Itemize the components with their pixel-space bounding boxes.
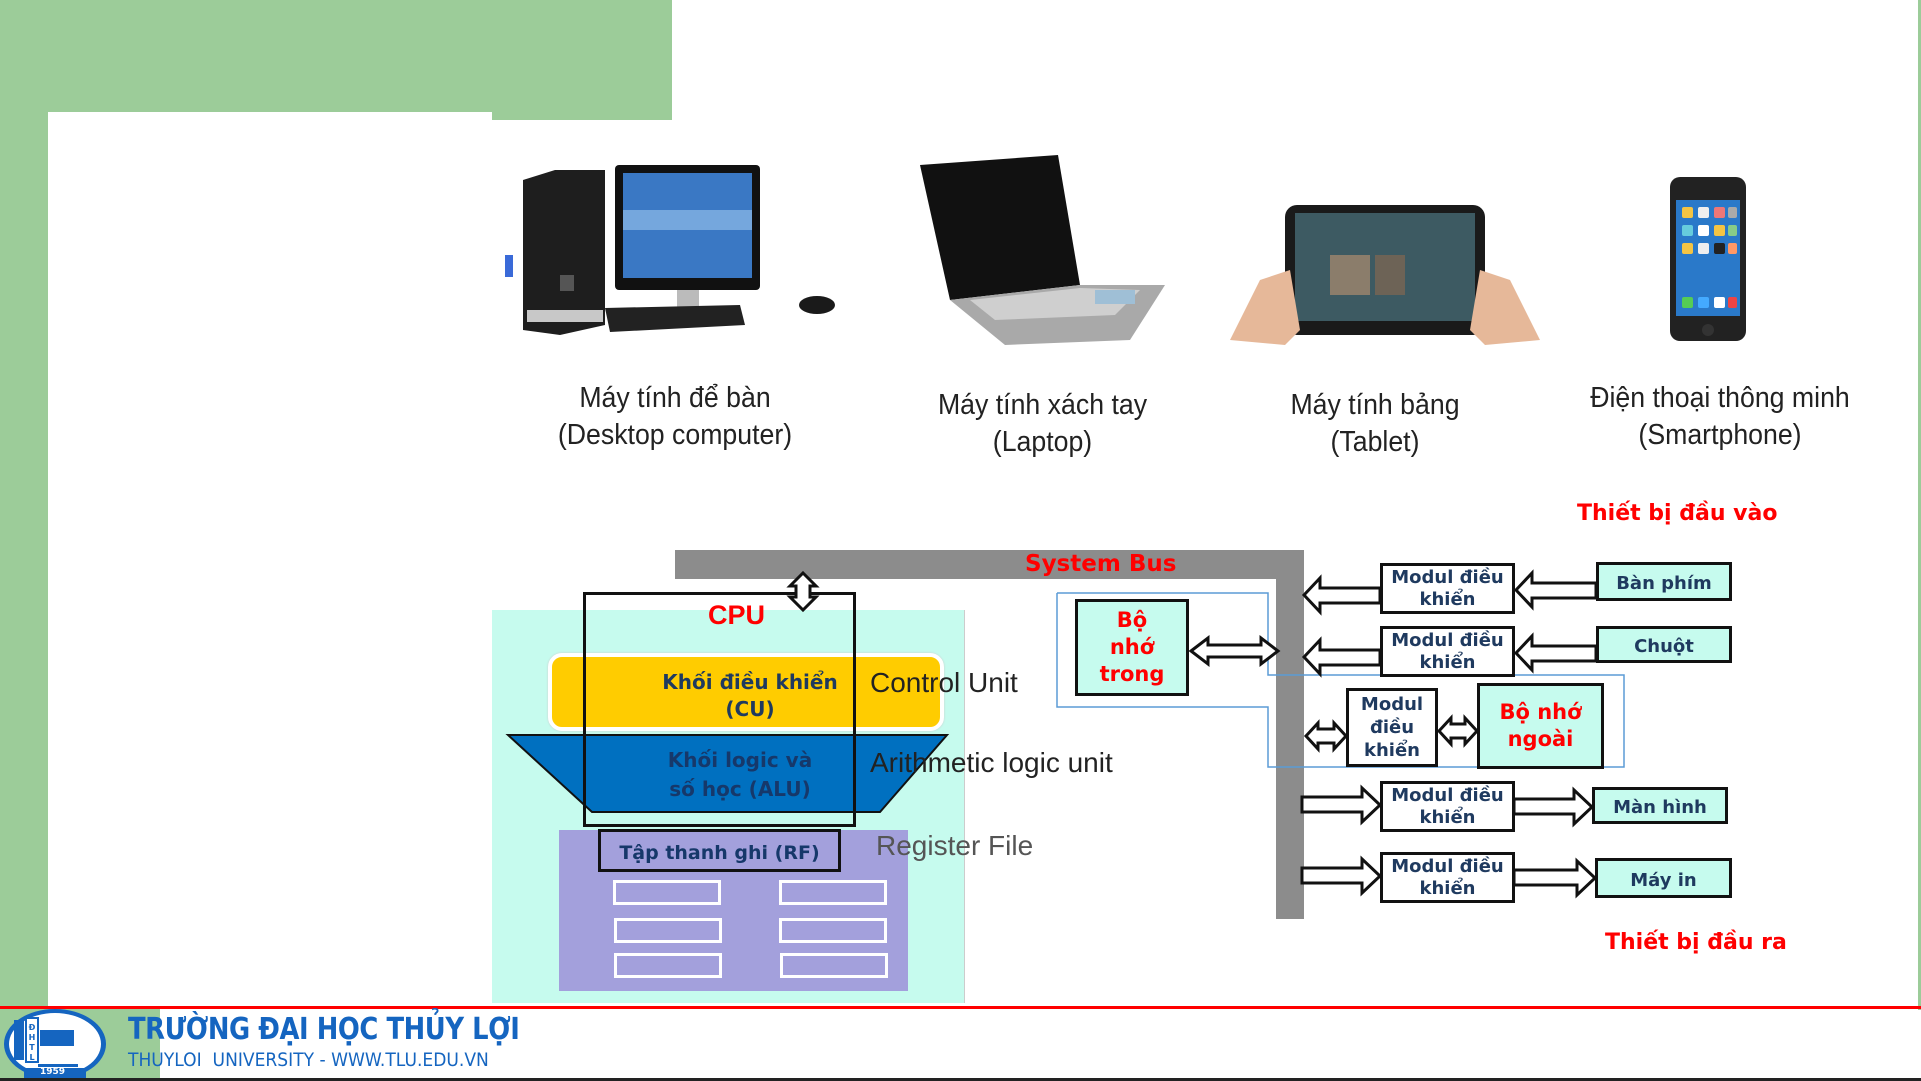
green-right-strip: [1918, 0, 1921, 1010]
storage-controller-module: Modul điều khiển: [1346, 688, 1438, 767]
system-bus-label: System Bus: [1025, 551, 1177, 577]
input-devices-title: Thiết bị đầu vào: [1577, 501, 1778, 526]
control-unit-block: [548, 653, 944, 731]
rf-label: Tập thanh ghi (RF): [619, 842, 820, 864]
storage-arrow-device: [1436, 714, 1480, 748]
desktop-computer-icon: [505, 165, 835, 335]
register-slot: [780, 953, 888, 978]
tablet-icon: [1230, 205, 1540, 345]
input-arrow-bus-2: [1301, 636, 1382, 678]
output-arrow-device-2: [1512, 857, 1598, 899]
logo-year: 1959: [40, 1067, 66, 1077]
output-controller-module: Modul điều khiển: [1380, 852, 1515, 903]
device-tablet: [1230, 200, 1540, 350]
cu-english: Control Unit: [870, 667, 1018, 698]
input-arrow-bus-1: [1301, 574, 1382, 616]
register-slot: [613, 880, 721, 905]
alu-english: Arithmetic logic unit: [870, 747, 1113, 778]
input-device-mouse: Chuột: [1596, 626, 1732, 663]
memory-bus-arrow: [1188, 634, 1281, 668]
device-desktop: [505, 160, 840, 335]
university-name: TRƯỜNG ĐẠI HỌC THỦY LỢI: [128, 1012, 520, 1047]
controller-label: Modul điều khiển: [1360, 694, 1424, 761]
device-name: Điện thoại thông minh: [1590, 382, 1850, 414]
register-file-title-box: [598, 829, 841, 872]
controller-label: Modul điều khiển: [1391, 855, 1504, 899]
output-device-printer: Máy in: [1595, 858, 1732, 898]
system-bus-horizontal: [675, 550, 1304, 579]
external-memory-label: Bộ nhớ ngoài: [1499, 700, 1582, 751]
device-laptop: [910, 150, 1170, 345]
register-slot: [614, 953, 722, 978]
rf-english: Register File: [876, 830, 1034, 861]
input-arrow-device-2: [1513, 632, 1598, 674]
svg-text:T: T: [29, 1043, 35, 1052]
university-logo-icon: Đ H T L: [4, 1009, 106, 1080]
white-content-panel: [48, 112, 492, 1008]
footer-red-line: [0, 1006, 1921, 1009]
device-caption-smartphone: Điện thoại thông minh (Smartphone): [1554, 380, 1885, 454]
output-device-monitor: Màn hình: [1592, 787, 1728, 824]
output-arrow-device-1: [1512, 786, 1595, 828]
register-slot: [614, 918, 722, 943]
external-memory-box: Bộ nhớ ngoài: [1477, 683, 1604, 769]
device-english: (Desktop computer): [557, 419, 793, 451]
register-file-block: [559, 830, 908, 991]
cpu-title: CPU: [708, 600, 766, 630]
system-bus-vertical: [1276, 550, 1304, 919]
green-left-strip: [0, 0, 48, 1010]
keyboard-label: Bàn phím: [1616, 573, 1712, 594]
footer-bottom-line: [0, 1078, 1921, 1081]
device-caption-tablet: Máy tính bảng (Tablet): [1251, 387, 1499, 461]
smartphone-icon: [1670, 177, 1746, 341]
controller-label: Modul điều khiển: [1391, 629, 1504, 673]
device-english: (Laptop): [992, 426, 1093, 458]
printer-label: Máy in: [1630, 870, 1697, 891]
device-name: Máy tính bảng: [1290, 389, 1460, 421]
university-subtitle: THUYLOI UNIVERSITY - WWW.TLU.EDU.VN: [128, 1049, 489, 1071]
device-caption-laptop: Máy tính xách tay (Laptop): [911, 387, 1173, 461]
output-controller-module: Modul điều khiển: [1380, 781, 1515, 832]
internal-memory-box: Bộ nhớ trong: [1075, 599, 1189, 696]
monitor-label: Màn hình: [1613, 797, 1707, 818]
laptop-icon: [920, 155, 1165, 345]
internal-memory-label: Bộ nhớ trong: [1099, 608, 1165, 686]
device-english: (Tablet): [1330, 426, 1420, 458]
controller-label: Modul điều khiển: [1391, 784, 1504, 828]
device-english: (Smartphone): [1638, 419, 1802, 451]
alu-label: Khối logic và số học (ALU): [667, 748, 813, 801]
input-controller-module: Modul điều khiển: [1380, 626, 1515, 677]
mouse-label: Chuột: [1634, 636, 1694, 657]
input-device-keyboard: Bàn phím: [1596, 562, 1732, 601]
cpu-outline: [583, 592, 856, 827]
svg-text:Đ: Đ: [29, 1023, 36, 1032]
device-name: Máy tính xách tay: [937, 389, 1148, 421]
register-slot: [779, 918, 887, 943]
svg-text:H: H: [29, 1033, 36, 1042]
controller-label: Modul điều khiển: [1391, 566, 1504, 610]
output-arrow-bus-2: [1300, 855, 1383, 897]
input-arrow-device-1: [1513, 569, 1598, 611]
device-name: Máy tính để bàn: [579, 382, 771, 414]
university-logo: Đ H T L 1959: [2, 1008, 108, 1080]
storage-arrow-bus: [1303, 719, 1349, 753]
device-caption-desktop: Máy tính để bàn (Desktop computer): [532, 380, 817, 454]
input-controller-module: Modul điều khiển: [1380, 563, 1515, 614]
output-arrow-bus-1: [1300, 784, 1383, 826]
green-header-block: [0, 0, 672, 120]
cu-label: Khối điều khiển (CU): [662, 670, 838, 721]
output-devices-title: Thiết bị đầu ra: [1605, 930, 1787, 955]
device-smartphone: [1668, 175, 1748, 345]
svg-text:L: L: [29, 1053, 34, 1062]
register-slot: [779, 880, 887, 905]
